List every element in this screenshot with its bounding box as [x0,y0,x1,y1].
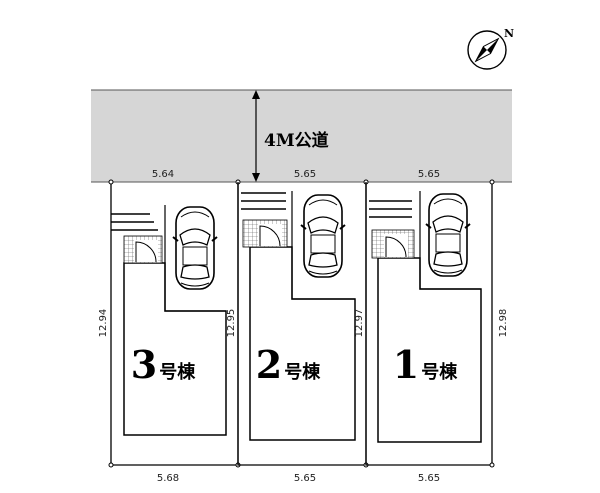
road-width-arrow [252,90,260,182]
lot-3-rear-width: 5.68 [157,473,179,484]
lot-1-front-width: 5.65 [418,169,440,180]
lot-3-suffix: 号棟 [159,361,196,383]
road-label: 4M公道 [264,130,329,151]
lot-1-rear-width: 5.65 [418,473,440,484]
car-icon [425,193,471,277]
compass-label: N [504,27,514,40]
stairs-icon [369,200,412,218]
north-arrow-icon: N [467,27,514,70]
door-swing-icon [258,224,282,247]
lot-1-right-depth: 12.98 [498,309,509,338]
lot-1-depth: 12.97 [354,309,365,338]
lot-3-number: 3 [131,342,157,387]
lot-1-number: 1 [393,342,419,387]
car-icon [172,206,218,290]
door-swing-icon [134,240,158,263]
lot-2-number: 2 [256,342,282,387]
lot-2-rear-width: 5.65 [294,473,316,484]
lot-2-front-width: 5.65 [294,169,316,180]
door-swing-icon [384,234,408,258]
lot-3-depth: 12.94 [98,309,109,338]
stairs-icon [111,213,158,231]
car-icon [300,194,346,278]
lot-2-suffix: 号棟 [284,361,321,383]
lot-3-front-width: 5.64 [152,169,174,180]
lot-1-suffix: 号棟 [421,361,458,383]
road [91,89,512,183]
stairs-icon [241,192,286,210]
lot-2-depth: 12.95 [226,309,237,338]
